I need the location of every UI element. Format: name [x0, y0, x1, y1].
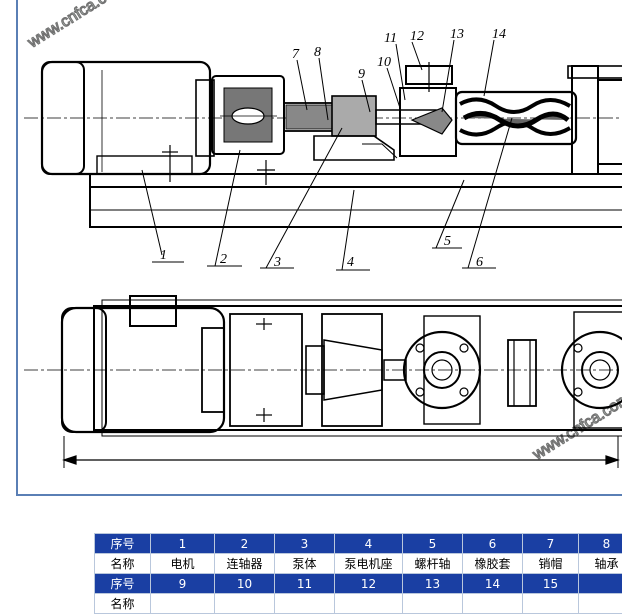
callout-12: 12 — [410, 29, 424, 44]
table-cell: 11 — [275, 574, 335, 594]
table-cell: 6 — [463, 534, 523, 554]
callout-3: 3 — [273, 255, 281, 270]
callout-7: 7 — [292, 47, 300, 62]
callout-11: 11 — [384, 31, 397, 46]
table-cell — [579, 594, 622, 614]
table-cell — [523, 594, 579, 614]
table-cell: 1 — [151, 534, 215, 554]
plan-view — [24, 296, 622, 468]
callout-13: 13 — [450, 27, 464, 42]
callout-8: 8 — [314, 45, 321, 60]
table-cell: 14 — [463, 574, 523, 594]
table-cell: 9 — [151, 574, 215, 594]
table-cell — [335, 594, 403, 614]
callout-6: 6 — [476, 255, 483, 270]
callout-9: 9 — [358, 67, 365, 82]
table-cell: 4 — [335, 534, 403, 554]
table-cell: 名称 — [95, 554, 151, 574]
table-cell: 5 — [403, 534, 463, 554]
callout-5: 5 — [444, 234, 451, 249]
table-cell: 3 — [275, 534, 335, 554]
table-cell — [463, 594, 523, 614]
table-cell: 2 — [215, 534, 275, 554]
table-cell: 8 — [579, 534, 622, 554]
table-cell: 泵电机座 — [335, 554, 403, 574]
table-cell: 序号 — [95, 534, 151, 554]
motor-seat — [332, 96, 376, 136]
table-cell: 电机 — [151, 554, 215, 574]
pump-technical-drawing: www.cnfca.com www.cnfca.com — [18, 0, 622, 496]
table-cell: 销帽 — [523, 554, 579, 574]
table-cell: 7 — [523, 534, 579, 554]
table-cell: 泵体 — [275, 554, 335, 574]
table-cell: 连轴器 — [215, 554, 275, 574]
side-view: 1 2 3 4 5 6 7 8 9 10 11 12 13 14 — [24, 27, 622, 270]
watermark-bottom: www.cnfca.com — [529, 390, 622, 464]
plan-base — [94, 306, 622, 430]
table-cell: 13 — [403, 574, 463, 594]
table-cell — [403, 594, 463, 614]
table-name-row: 名称电机连轴器泵体泵电机座螺杆轴橡胶套销帽轴承 — [95, 554, 622, 574]
table-cell: 螺杆轴 — [403, 554, 463, 574]
table-cell: 10 — [215, 574, 275, 594]
pump-drawing-frame: www.cnfca.com www.cnfca.com — [16, 0, 622, 496]
table-cell: 名称 — [95, 594, 151, 614]
table-cell — [215, 594, 275, 614]
table-cell: 橡胶套 — [463, 554, 523, 574]
table-cell — [151, 594, 215, 614]
table-name-row: 名称 — [95, 594, 622, 614]
table-cell: 轴承 — [579, 554, 622, 574]
callout-2: 2 — [220, 252, 227, 267]
table-cell — [579, 574, 622, 594]
watermark-top: www.cnfca.com — [24, 0, 128, 52]
table-cell: 15 — [523, 574, 579, 594]
callout-1: 1 — [160, 248, 167, 263]
callout-4: 4 — [347, 255, 354, 270]
table-cell: 序号 — [95, 574, 151, 594]
callout-14: 14 — [492, 27, 506, 42]
table-cell — [275, 594, 335, 614]
table-cell: 12 — [335, 574, 403, 594]
callout-10: 10 — [377, 55, 391, 70]
